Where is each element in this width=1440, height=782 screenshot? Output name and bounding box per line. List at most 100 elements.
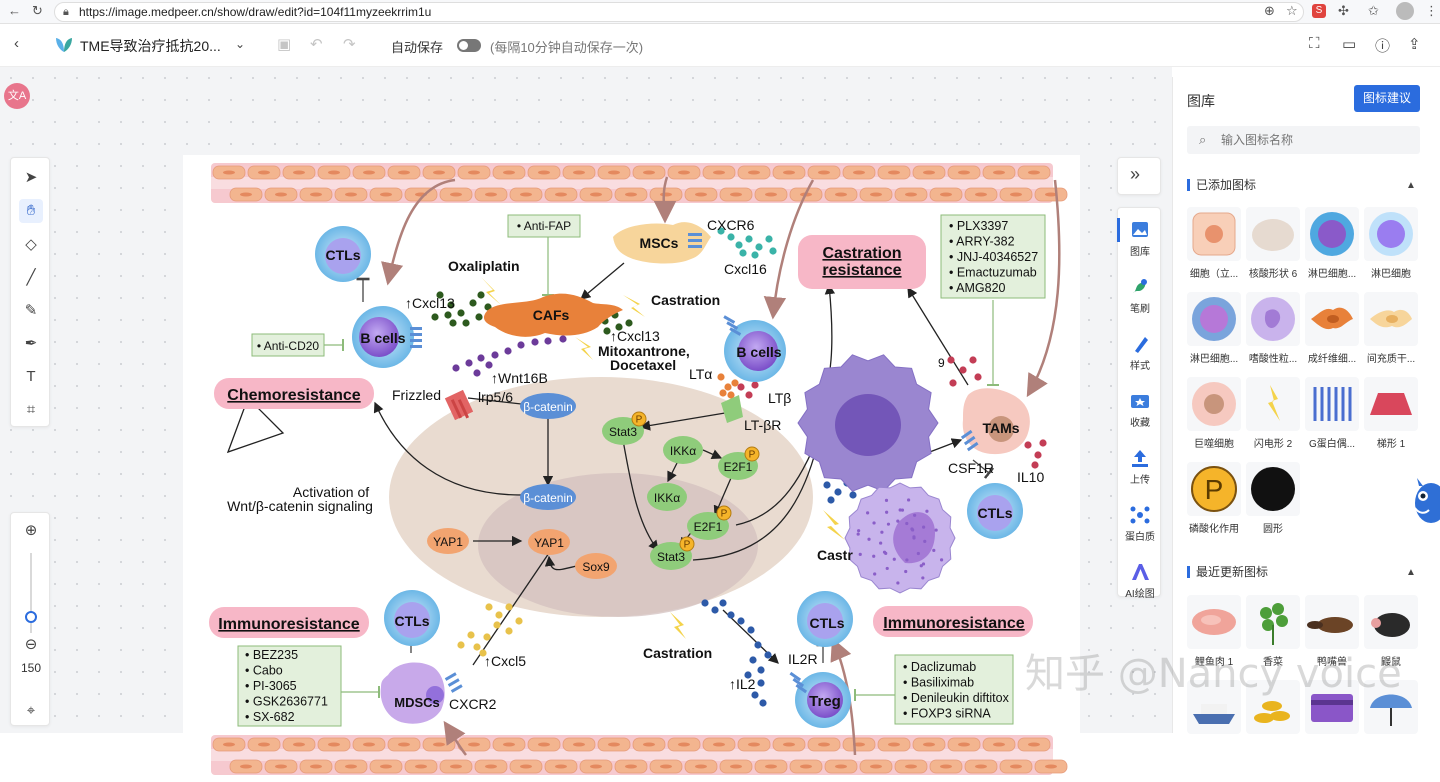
label-dacli-3: • FOXP3 siRNA [903,707,991,721]
signal-dot [823,481,831,489]
label-immunoresistance-1: Immunoresistance [218,616,359,633]
help-icon[interactable]: ⓘ [1375,38,1391,55]
back-arrow-icon[interactable]: ← [8,3,21,18]
library-tile-fibroblast[interactable] [1305,292,1359,346]
side-strip-item[interactable]: 样式 [1118,334,1162,372]
text-tool-icon[interactable]: T [26,368,36,385]
vessel-cell-nucleus [293,170,305,175]
vessel-cell-nucleus [818,170,830,175]
translate-badge-icon[interactable]: 文A [4,83,30,109]
mdsc-nucleus [426,686,444,704]
label-castration-1: Castration [651,292,720,308]
caret-up-icon[interactable]: ▲ [1406,180,1416,191]
chevron-left-icon[interactable]: ‹ [14,35,19,52]
pencil-tool-icon[interactable]: ✎ [24,302,38,319]
library-tile-herb[interactable] [1246,595,1300,649]
library-tile-ship[interactable] [1187,680,1241,734]
side-strip-item[interactable]: 收藏 [1118,391,1162,429]
mascot-icon[interactable] [1409,478,1440,528]
library-tile-lymph-purple[interactable] [1187,292,1241,346]
autosave-toggle[interactable] [457,39,481,52]
caf-cell [483,293,623,337]
library-tile-label: 淋巴细胞... [1307,269,1357,280]
zoom-page-icon[interactable]: ⊕ [1264,3,1275,18]
extension-icon[interactable]: S [1312,4,1326,18]
shape-tool-icon[interactable]: ◇ [25,236,37,253]
document-title[interactable]: TME导致治疗抵抗20... [80,38,221,54]
icon-search-input[interactable] [1187,126,1420,154]
library-tile-card[interactable] [1305,680,1359,734]
share-icon[interactable]: ⇪ [1408,36,1421,53]
arrow-ikka-ikka [667,460,679,483]
signal-dot [457,641,465,649]
library-tile-lymph-blue[interactable] [1305,207,1359,261]
vessel-cell-nucleus [573,742,585,747]
vessel-cell-nucleus [363,170,375,175]
save-icon[interactable]: ▣ [277,36,292,53]
side-strip-item[interactable]: 蛋白质 [1118,505,1162,543]
line-tool-icon[interactable]: ╱ [26,269,36,286]
undo-icon[interactable]: ↶ [310,36,323,53]
reload-icon[interactable]: ↻ [32,3,43,18]
side-strip-item[interactable]: 上传 [1118,448,1162,486]
bookmark-star-icon[interactable]: ☆ [1286,3,1298,18]
signal-dot [727,233,735,241]
macrophage-icon [1192,382,1236,426]
library-tile-macrophage[interactable] [1187,377,1241,431]
library-tile-msc[interactable] [1364,292,1418,346]
library-tile-mole[interactable] [1364,595,1418,649]
library-tile-umbrella[interactable] [1364,680,1418,734]
comment-icon[interactable]: ▭ [1342,36,1357,53]
signal-dot [465,359,473,367]
fullscreen-icon[interactable]: ⛶ [1309,35,1320,52]
library-tile-phospho[interactable]: P [1187,462,1241,516]
select-cursor-icon[interactable]: ➤ [24,169,38,186]
side-strip-item[interactable]: 图库 [1118,220,1162,258]
vessel-cell-nucleus [380,192,392,197]
favorites-icon[interactable]: ✩ [1368,3,1379,18]
signal-dot [483,633,491,641]
fit-screen-icon[interactable]: ⌖ [26,702,36,719]
chevron-down-icon[interactable]: ⌄ [235,37,246,51]
label-cxcl13-1: ↑Cxcl13 [405,295,455,311]
site-info-icon[interactable]: 🔒︎ [63,6,69,18]
library-tile-meat[interactable] [1187,595,1241,649]
node-ikka-2 [647,483,687,511]
editor-toolbar: ‹ TME导致治疗抵抗20... ⌄ ▣ ↶ ↷ 自动保存 (每隔10分钟自动保… [0,25,1440,67]
hand-pan-icon[interactable]: ✋︎ [19,199,43,223]
node-bcatenin-1 [520,393,576,419]
library-tile-lymph-light[interactable] [1364,207,1418,261]
zoom-in-icon[interactable]: ⊕ [24,522,38,539]
library-tile-lightning[interactable] [1246,377,1300,431]
side-strip-item[interactable]: AI绘图 [1118,562,1162,600]
library-tile-oval[interactable] [1246,207,1300,261]
library-tile-coins[interactable] [1246,680,1300,734]
vessel-cell-nucleus [835,764,847,769]
library-tile-cell-cube[interactable] [1187,207,1241,261]
redo-icon[interactable]: ↷ [343,36,356,53]
address-bar[interactable]: 🔒︎ https://image.medpeer.cn/show/draw/ed… [54,2,1304,22]
library-tile-gpcr[interactable] [1305,377,1359,431]
label-anti-cd20: • Anti-CD20 [257,339,320,353]
side-strip-label: 图库 [1130,247,1150,258]
library-tile-trapezoid[interactable] [1364,377,1418,431]
more-menu-icon[interactable]: ⋮ [1425,3,1438,18]
zoom-out-icon[interactable]: ⊖ [24,636,38,653]
zoom-slider-track[interactable] [30,553,32,633]
zoom-slider-thumb[interactable] [25,611,37,623]
label-tams: TAMs [982,420,1019,436]
label-cxcr6: CXCR6 [707,217,755,233]
library-tile-eosinophil[interactable] [1246,292,1300,346]
pen-tool-icon[interactable]: ✒ [24,335,38,352]
library-tile-platypus[interactable] [1305,595,1359,649]
label-e2f1-2: E2F1 [694,520,723,534]
icon-suggest-button[interactable]: 图标建议 [1354,85,1420,112]
profile-avatar[interactable] [1396,2,1414,20]
library-tile-black-circle[interactable] [1246,462,1300,516]
caret-up-icon[interactable]: ▲ [1406,567,1416,578]
double-chevron-right-icon[interactable]: » [1130,164,1141,184]
crop-frame-icon[interactable]: ⌗ [26,401,36,418]
side-strip-item[interactable]: 笔刷 [1118,277,1162,315]
puzzle-icon[interactable]: ✣ [1338,3,1349,18]
